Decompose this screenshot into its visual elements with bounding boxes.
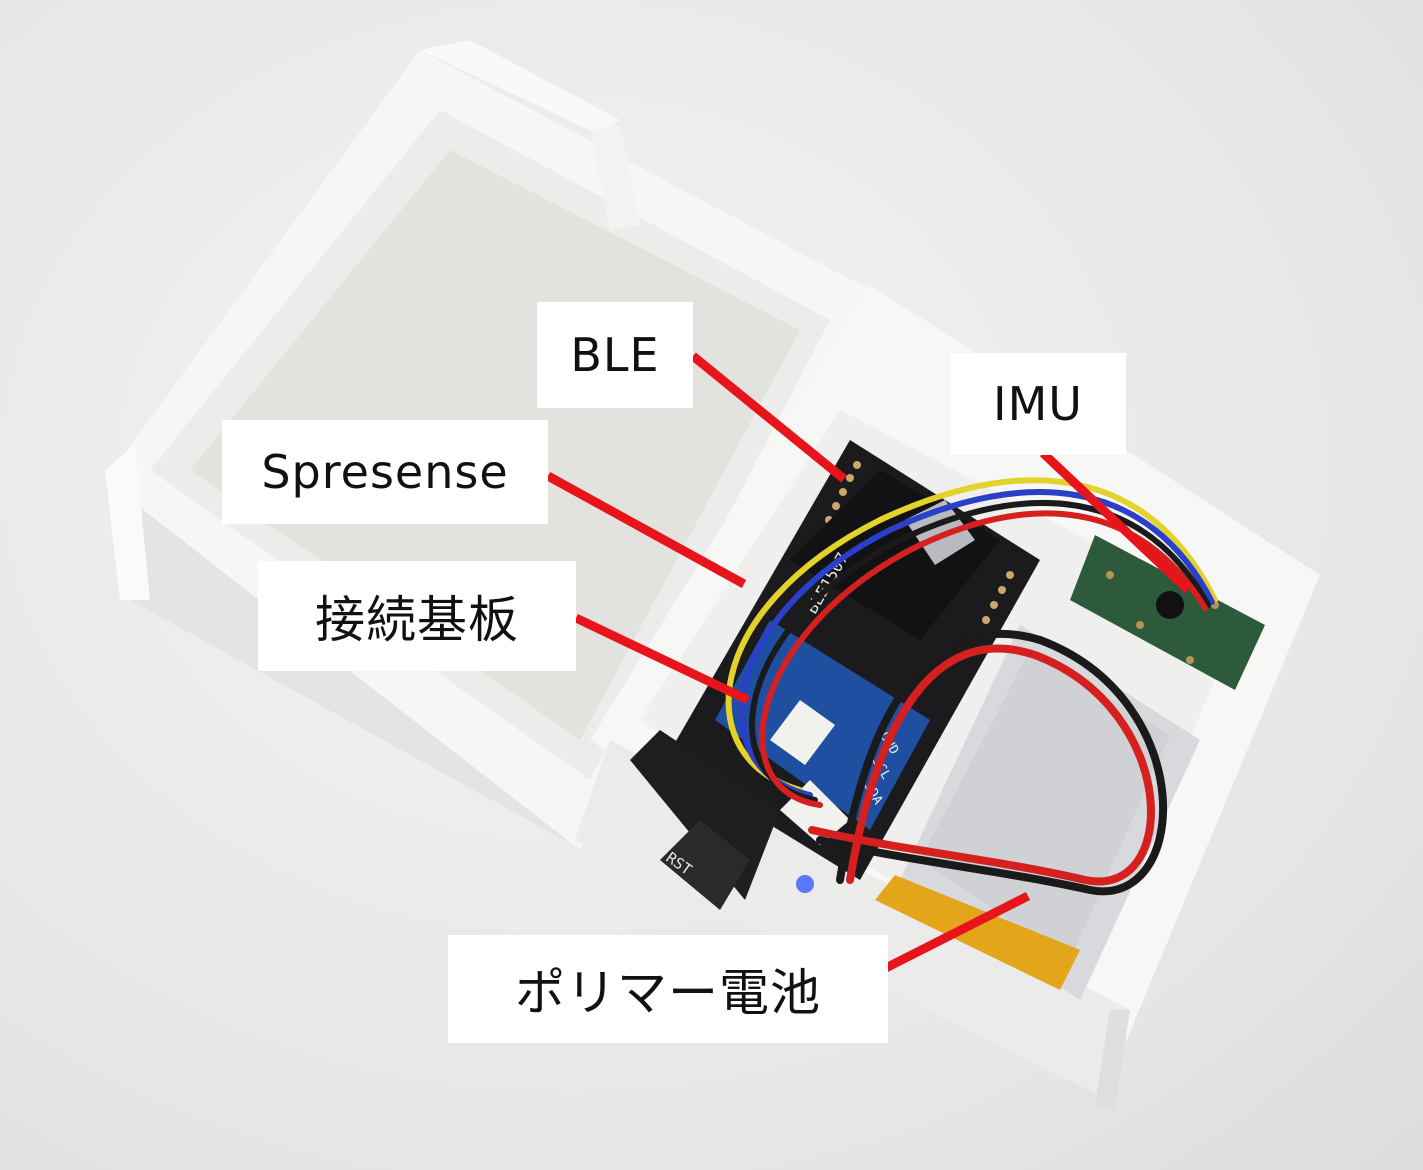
leader-line-ble: [690, 352, 847, 483]
leader-lines: [545, 352, 1192, 980]
leader-line-spresense: [545, 472, 747, 588]
battery: [875, 625, 1200, 1000]
leader-line-board: [574, 613, 750, 705]
leader-line-imu: [1039, 449, 1192, 594]
leader-line-battery: [869, 891, 1031, 980]
mainboard-edge: RST: [630, 730, 814, 910]
label-connection-board: 接続基板: [258, 561, 576, 671]
label-ble: BLE: [537, 302, 693, 408]
label-polymer-battery: ポリマー電池: [448, 935, 888, 1043]
label-imu: IMU: [950, 353, 1126, 455]
label-spresense: Spresense: [222, 420, 548, 524]
imu-pcb: [1070, 535, 1265, 690]
